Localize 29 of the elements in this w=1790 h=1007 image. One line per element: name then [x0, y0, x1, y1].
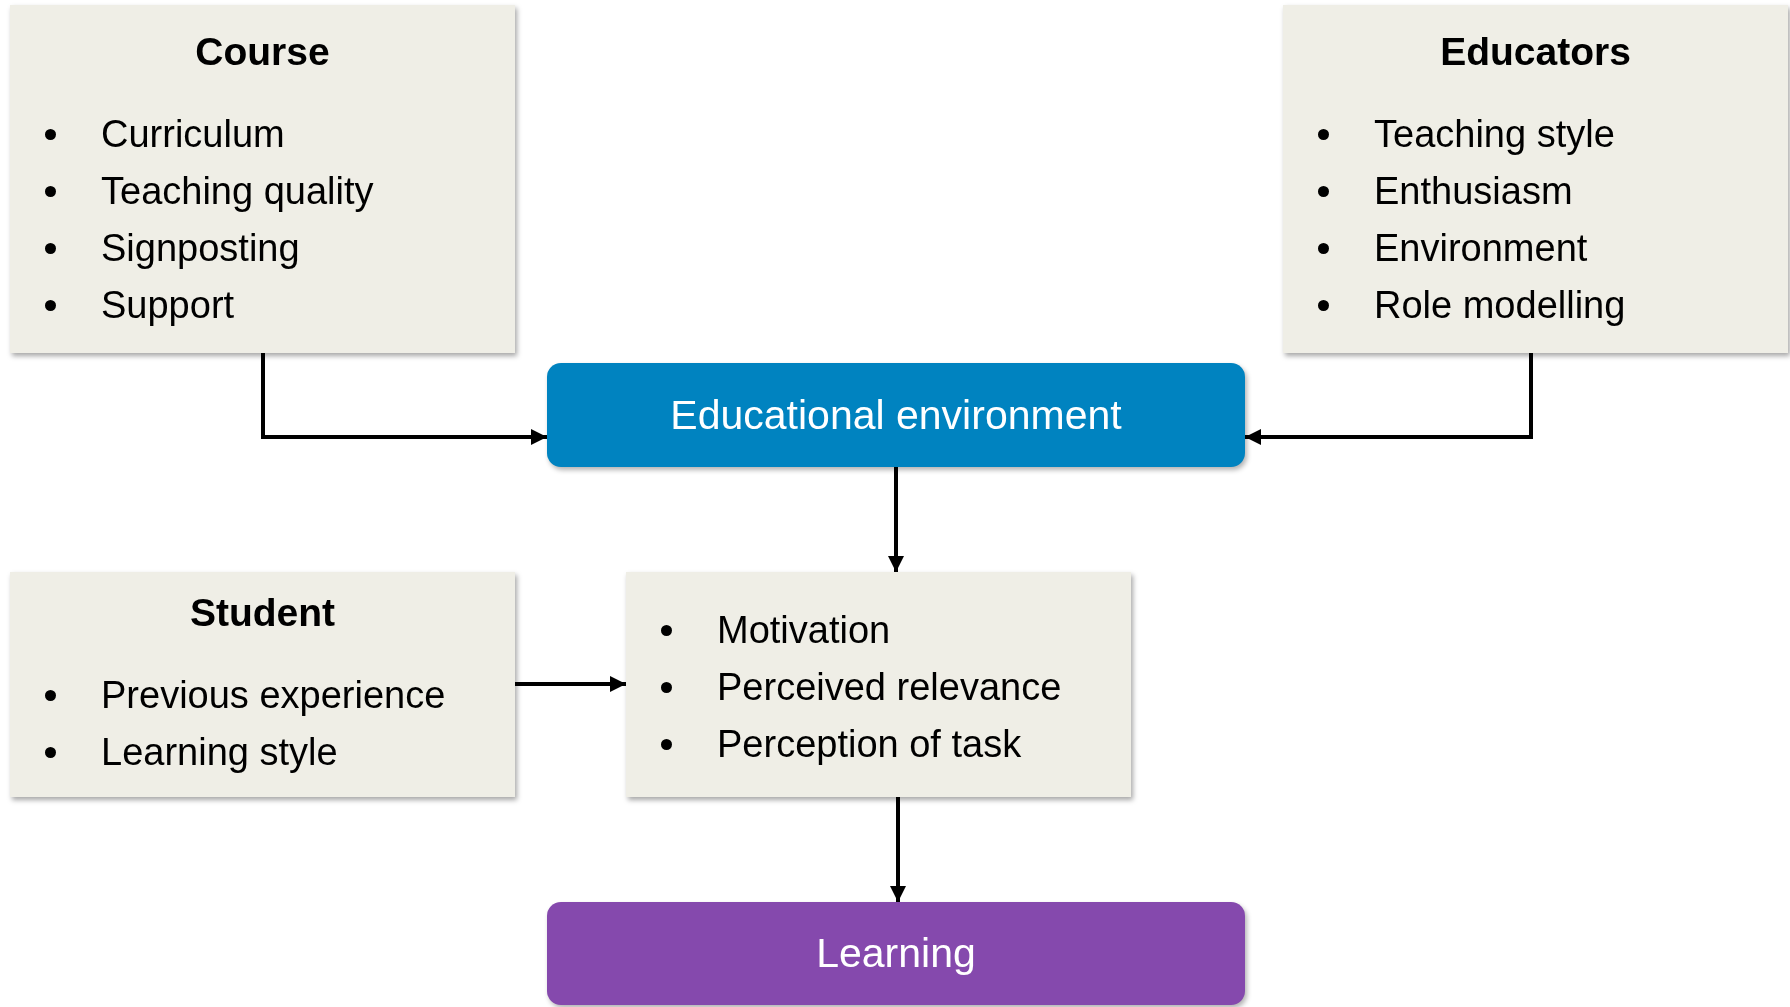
arrow: [261, 353, 547, 445]
process-box: [547, 902, 1245, 1005]
list-item: Environment: [1374, 226, 1588, 270]
box-label: Learning: [816, 930, 976, 977]
list-card: [10, 5, 515, 353]
list-item: Teaching quality: [101, 169, 374, 213]
list-item: Perception of task: [717, 723, 1022, 766]
arrow: [515, 676, 626, 692]
list-item: Curriculum: [101, 112, 285, 156]
card-heading: Educators: [1439, 29, 1632, 75]
list-card: [10, 572, 515, 797]
list-item: Signposting: [101, 226, 300, 270]
list-item: Role modelling: [1374, 283, 1626, 327]
list-card: [626, 572, 1131, 797]
box-label: Educational environment: [670, 391, 1122, 439]
arrow: [888, 467, 904, 572]
list-item: Previous experience: [101, 673, 446, 717]
arrow: [1245, 353, 1533, 445]
list-card: [1283, 5, 1788, 353]
list-item: Perceived relevance: [717, 666, 1062, 709]
process-box: [547, 363, 1245, 467]
list-item: Teaching style: [1374, 112, 1615, 156]
arrow: [890, 797, 906, 902]
card-heading: Student: [188, 590, 337, 636]
list-item: Enthusiasm: [1374, 169, 1573, 213]
card-heading: Course: [194, 29, 331, 75]
list-item: Support: [101, 283, 235, 327]
list-item: Motivation: [717, 609, 891, 652]
list-item: Learning style: [101, 730, 338, 774]
